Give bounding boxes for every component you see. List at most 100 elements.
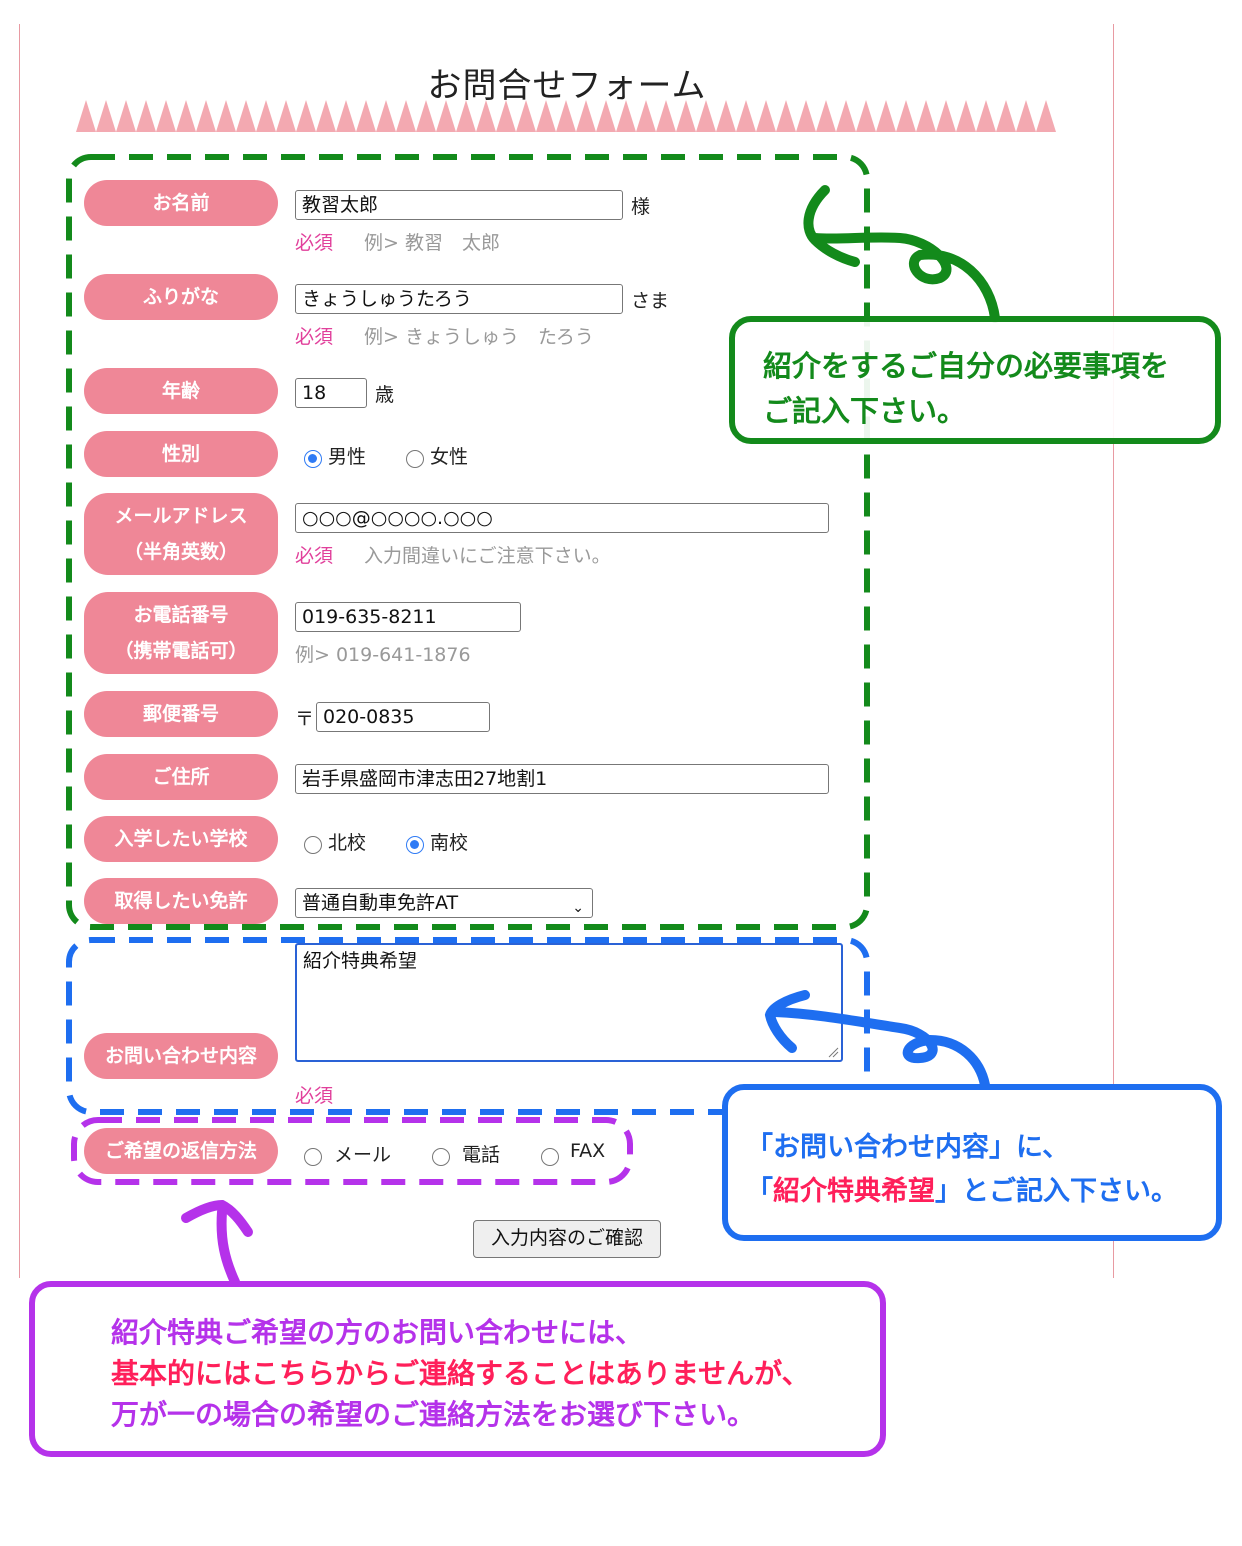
page-title: お問合せフォーム [427, 66, 707, 106]
purple-arrow [216, 1207, 240, 1287]
zigzag-triangle [316, 100, 336, 132]
zigzag-triangle [816, 100, 836, 132]
zigzag-triangle [196, 100, 216, 132]
kana-example: 例> きょうしゅう たろう [364, 326, 594, 348]
phone-example: 例> 019-641-1876 [295, 644, 471, 666]
zigzag-triangle [616, 100, 636, 132]
name-label: お名前 [84, 180, 278, 226]
zigzag-triangle [96, 100, 116, 132]
zigzag-triangle [76, 100, 96, 132]
zigzag-triangle [836, 100, 856, 132]
email-input[interactable]: ○○○@○○○○.○○○ [295, 503, 829, 533]
address-label: ご住所 [84, 754, 278, 800]
zigzag-triangle [136, 100, 156, 132]
zigzag-triangle [476, 100, 496, 132]
email-label: メールアドレス （半角英数） [84, 493, 278, 575]
phone-input[interactable]: 019-635-8211 [295, 602, 521, 632]
zigzag-triangle [596, 100, 616, 132]
inquiry-label: お問い合わせ内容 [84, 1033, 278, 1079]
green-dashed-frame [66, 154, 870, 930]
resize-handle-icon[interactable] [827, 1046, 839, 1058]
gender-option-female: 女性 [430, 446, 469, 468]
inquiry-textarea[interactable]: 紹介特典希望 [295, 943, 843, 1062]
purple-dashed-frame [71, 1117, 633, 1185]
kana-required: 必須 [295, 326, 334, 348]
school-radio-north[interactable] [304, 836, 322, 854]
title-zigzag-decoration [76, 100, 1056, 132]
reply-option-mail: メール [334, 1144, 392, 1166]
zigzag-triangle [1036, 100, 1056, 132]
green-callout: 紹介をするご自分の必要事項を ご記入下さい。 [729, 316, 1221, 444]
blue-callout-highlight: 紹介特典希望 [773, 1176, 935, 1207]
license-select-value: 普通自動車免許AT [302, 892, 459, 914]
age-input[interactable]: 18 [295, 378, 367, 408]
green-arrow [810, 232, 1000, 323]
postal-input[interactable]: 020-0835 [316, 702, 490, 732]
zigzag-triangle [296, 100, 316, 132]
page-right-border [1113, 24, 1114, 1278]
zigzag-triangle [556, 100, 576, 132]
reply-label: ご希望の返信方法 [84, 1128, 278, 1174]
zigzag-triangle [876, 100, 896, 132]
kana-suffix: さま [631, 290, 670, 312]
phone-label: お電話番号 （携帯電話可） [84, 592, 278, 674]
zigzag-triangle [176, 100, 196, 132]
reply-option-phone: 電話 [462, 1144, 501, 1166]
purple-callout-line2: 基本的にはこちらからご連絡することはありませんが、 [111, 1357, 810, 1390]
zigzag-triangle [696, 100, 716, 132]
blue-arrowhead [764, 990, 810, 1053]
address-input[interactable]: 岩手県盛岡市津志田27地割1 [295, 764, 829, 794]
reply-radio-phone[interactable] [432, 1148, 450, 1166]
zigzag-triangle [376, 100, 396, 132]
email-required: 必須 [295, 545, 334, 567]
confirm-button[interactable]: 入力内容のご確認 [473, 1220, 661, 1258]
zigzag-triangle [916, 100, 936, 132]
blue-arrow [770, 1007, 990, 1090]
name-suffix: 様 [631, 196, 651, 218]
blue-callout-line1: 「お問い合わせ内容」に、 [746, 1132, 1070, 1163]
school-option-north: 北校 [328, 832, 367, 854]
license-select[interactable]: 普通自動車免許AT ⌄ [295, 888, 593, 918]
zigzag-triangle [116, 100, 136, 132]
inquiry-text: 紹介特典希望 [303, 950, 418, 972]
zigzag-triangle [216, 100, 236, 132]
kana-input[interactable]: きょうしゅうたろう [295, 284, 623, 314]
zigzag-triangle [656, 100, 676, 132]
inquiry-required: 必須 [295, 1085, 334, 1107]
zigzag-triangle [636, 100, 656, 132]
school-radio-south[interactable] [406, 836, 424, 854]
gender-option-male: 男性 [328, 446, 367, 468]
reply-option-fax: FAX [570, 1140, 606, 1162]
zigzag-triangle [896, 100, 916, 132]
zigzag-triangle [796, 100, 816, 132]
school-label: 入学したい学校 [84, 816, 278, 862]
postal-prefix: 〒 [295, 708, 315, 730]
gender-radio-male[interactable] [304, 450, 322, 468]
zigzag-triangle [276, 100, 296, 132]
zigzag-triangle [956, 100, 976, 132]
zigzag-triangle [776, 100, 796, 132]
email-note: 入力間違いにご注意下さい。 [364, 545, 611, 567]
zigzag-triangle [456, 100, 476, 132]
zigzag-triangle [336, 100, 356, 132]
age-suffix: 歳 [375, 384, 395, 406]
page-left-border [19, 24, 20, 1278]
zigzag-triangle [236, 100, 256, 132]
zigzag-triangle [496, 100, 516, 132]
zigzag-triangle [536, 100, 556, 132]
name-example: 例> 教習 太郎 [364, 232, 500, 254]
postal-label: 郵便番号 [84, 691, 278, 737]
zigzag-triangle [976, 100, 996, 132]
name-input[interactable]: 教習太郎 [295, 190, 623, 220]
green-arrowhead [803, 185, 860, 267]
gender-radio-female[interactable] [406, 450, 424, 468]
zigzag-triangle [436, 100, 456, 132]
reply-radio-fax[interactable] [541, 1148, 559, 1166]
zigzag-triangle [156, 100, 176, 132]
reply-radio-mail[interactable] [304, 1148, 322, 1166]
zigzag-triangle [256, 100, 276, 132]
chevron-down-icon: ⌄ [572, 900, 584, 916]
license-label: 取得したい免許 [84, 878, 278, 924]
zigzag-triangle [716, 100, 736, 132]
kana-label: ふりがな [84, 274, 278, 320]
